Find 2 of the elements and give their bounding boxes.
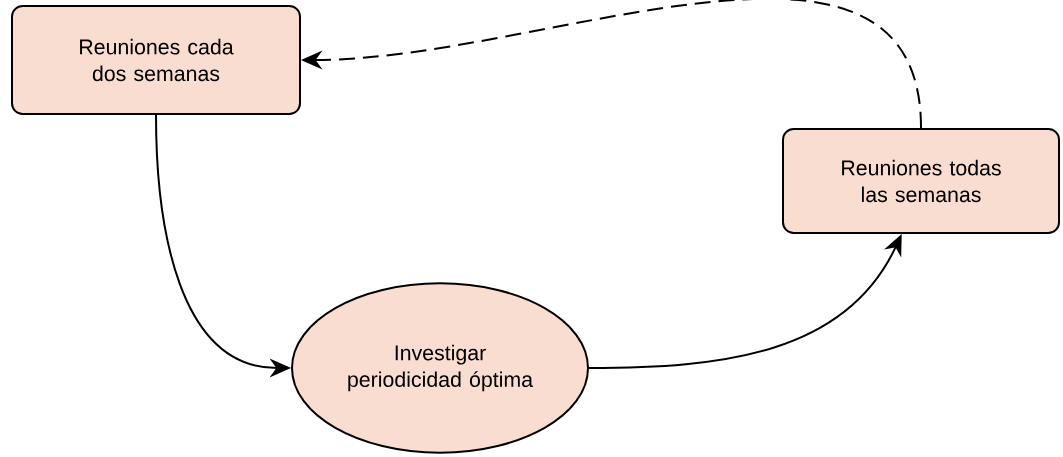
process-box: Reuniones todas las semanas xyxy=(782,128,1060,234)
process-box: Reuniones cada dos semanas xyxy=(11,5,301,115)
